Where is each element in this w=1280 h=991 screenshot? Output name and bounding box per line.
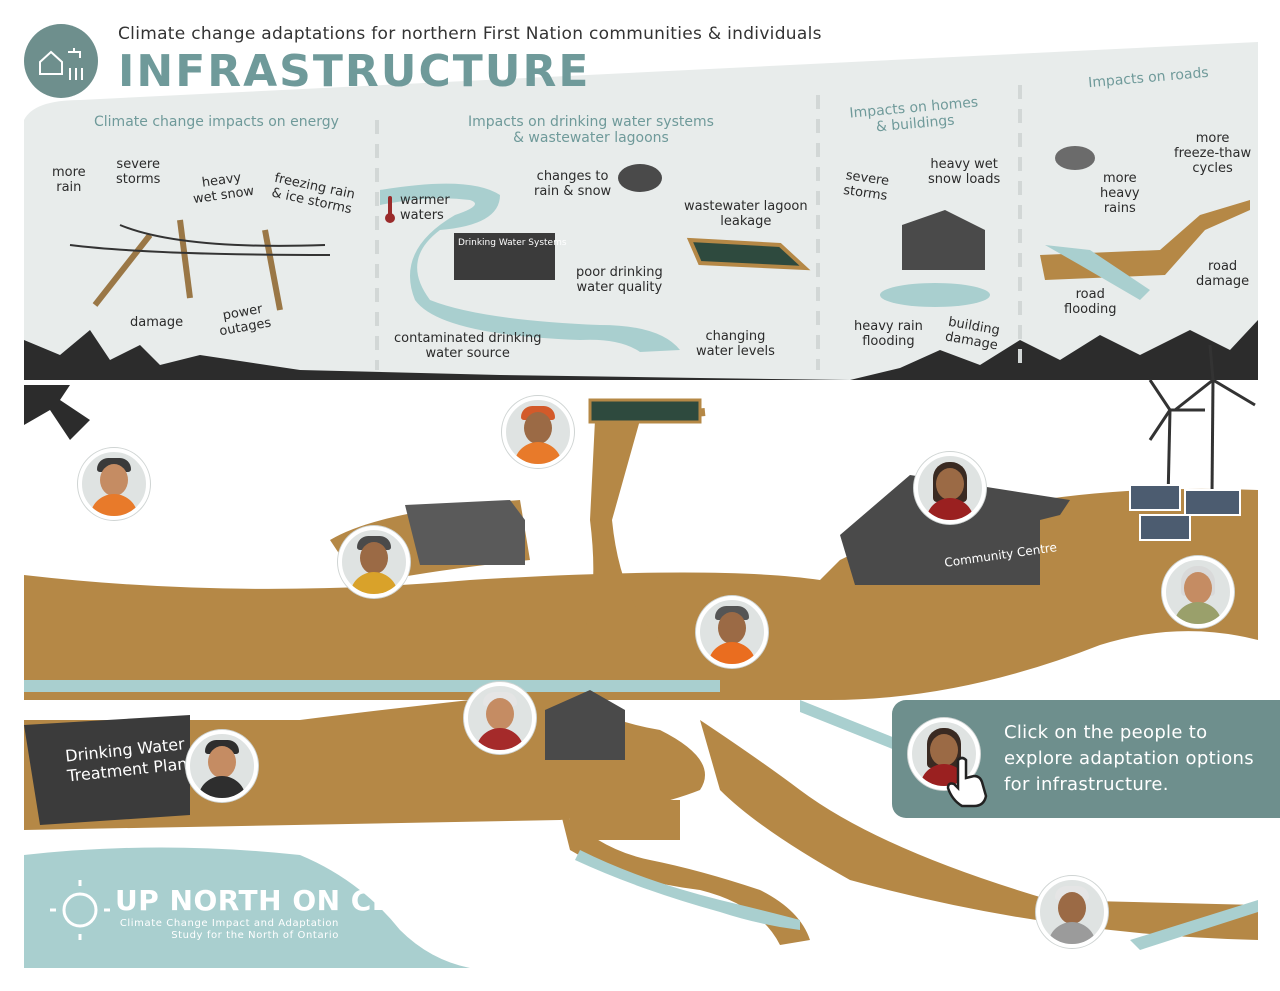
- page-subtitle: Climate change adaptations for northern …: [118, 24, 822, 44]
- label-homes-severe-storms: severe storms: [842, 168, 890, 204]
- person-man-grey-cap[interactable]: [338, 526, 410, 598]
- person-man-orange-shirt[interactable]: [696, 596, 768, 668]
- label-changing-levels: changing water levels: [696, 329, 775, 359]
- label-road-flooding: road flooding: [1064, 287, 1117, 317]
- person-elder-woman[interactable]: [1162, 556, 1234, 628]
- label-road-damage: road damage: [1196, 259, 1250, 289]
- person-woman-wheelchair[interactable]: [78, 448, 150, 520]
- thermometer-icon: [385, 196, 395, 228]
- label-changes-rain-snow: changes to rain & snow: [534, 169, 612, 199]
- label-severe-storms: severe storms: [116, 157, 161, 187]
- person-man-cap-dark[interactable]: [186, 730, 258, 802]
- label-freeze-thaw: more freeze-thaw cycles: [1174, 131, 1252, 176]
- person-woman-red-shirt[interactable]: [914, 452, 986, 524]
- pointer-hand-icon: [944, 756, 990, 812]
- label-heavy-snow-loads: heavy wet snow loads: [928, 157, 1001, 187]
- label-poor-water-quality: poor drinking water quality: [576, 265, 663, 295]
- energy-section-title: Climate change impacts on energy: [86, 112, 347, 132]
- brand-subtitle: Climate Change Impact and Adaptation Stu…: [119, 918, 339, 941]
- label-heavy-rains: more heavy rains: [1100, 171, 1140, 216]
- label-damage: damage: [130, 315, 184, 330]
- infrastructure-icon: [24, 24, 98, 98]
- label-contaminated-source: contaminated drinking water source: [394, 331, 542, 361]
- water-section-title: Impacts on drinking water systems & wast…: [460, 112, 722, 148]
- person-man-orange-cap[interactable]: [502, 396, 574, 468]
- label-heavy-rain-flooding: heavy rain flooding: [854, 319, 923, 349]
- label-drinking-water-systems: Drinking Water Systems: [458, 238, 567, 248]
- label-lagoon-leakage: wastewater lagoon leakage: [684, 199, 808, 229]
- brand-name: UP NORTH ON CLIMATE: [115, 884, 489, 917]
- label-more-rain: more rain: [52, 165, 86, 195]
- instruction-text: Click on the people to explore adaptatio…: [1004, 722, 1254, 796]
- page-title: INFRASTRUCTURE: [118, 46, 591, 97]
- label-warmer-waters: warmer waters: [400, 193, 450, 223]
- person-elder-man-grey[interactable]: [1036, 876, 1108, 948]
- person-elder-man-red[interactable]: [464, 682, 536, 754]
